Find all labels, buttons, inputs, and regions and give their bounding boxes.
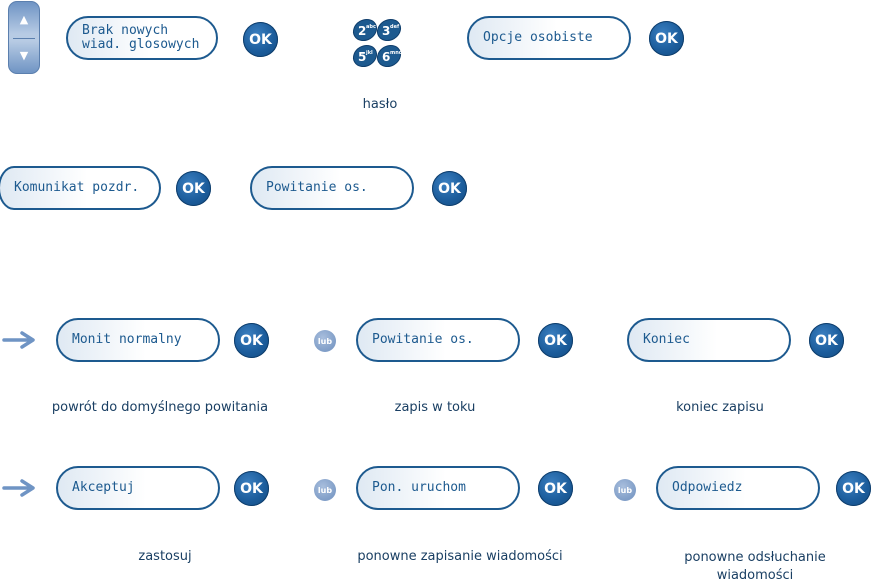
down-arrow-icon[interactable]: ▼	[19, 48, 29, 62]
screen-accept: Akceptuj	[56, 466, 220, 510]
screen-greeting-message: Komunikat pozdr.	[0, 166, 161, 210]
ok-button[interactable]: OK	[836, 471, 871, 506]
screen-personal-options: Opcje osobiste	[467, 16, 631, 60]
or-badge: lub	[314, 479, 336, 501]
key-3: 3	[382, 24, 390, 38]
key-5-letters: jkl	[365, 50, 373, 56]
caption-recording-in-progress: zapis w toku	[394, 400, 476, 415]
caption-end-of-recording: koniec zapisu	[676, 400, 764, 415]
right-arrow-icon	[2, 331, 35, 349]
screen-end: Koniec	[627, 318, 791, 362]
key-2: 2	[358, 24, 366, 38]
ok-button[interactable]: OK	[176, 171, 211, 206]
ok-button[interactable]: OK	[538, 323, 573, 358]
ok-button[interactable]: OK	[809, 323, 844, 358]
caption-return-to-default-greeting: powrót do domyślnego powitania	[51, 400, 269, 415]
or-badge: lub	[314, 330, 336, 352]
screen-reply: Odpowiedz	[656, 466, 820, 510]
caption-re-record-message: ponowne zapisanie wiadomości	[357, 549, 563, 564]
key-6-letters: mno	[390, 50, 403, 56]
divider	[13, 38, 35, 39]
screen-personal-greeting: Powitanie os.	[250, 166, 414, 210]
caption-replay-message: ponowne odsłuchanie wiadomości	[684, 550, 826, 583]
up-arrow-icon[interactable]: ▲	[19, 13, 29, 27]
keypad-keys-icon[interactable]: 2 abc 3 def 5 jkl 6 mno	[350, 16, 404, 70]
ok-button[interactable]: OK	[649, 21, 684, 56]
caption-apply: zastosuj	[138, 549, 192, 564]
key-6: 6	[382, 50, 390, 64]
screen-normal-prompt: Monit normalny	[56, 318, 220, 362]
or-badge: lub	[614, 479, 636, 501]
right-arrow-icon	[2, 479, 35, 497]
ok-button[interactable]: OK	[243, 22, 278, 57]
screen-restart: Pon. uruchom	[356, 466, 520, 510]
screen-personal-greeting: Powitanie os.	[356, 318, 520, 362]
caption-password: hasło	[362, 97, 398, 112]
ok-button[interactable]: OK	[234, 471, 269, 506]
ok-button[interactable]: OK	[432, 171, 467, 206]
screen-no-new-voice-messages: Brak nowych wiad. glosowych	[66, 16, 218, 60]
ok-button[interactable]: OK	[538, 471, 573, 506]
key-5: 5	[358, 50, 366, 64]
navigator-pad[interactable]: ▲ ▼	[8, 1, 40, 74]
key-3-letters: def	[390, 24, 400, 30]
key-2-letters: abc	[366, 24, 376, 30]
ok-button[interactable]: OK	[234, 323, 269, 358]
